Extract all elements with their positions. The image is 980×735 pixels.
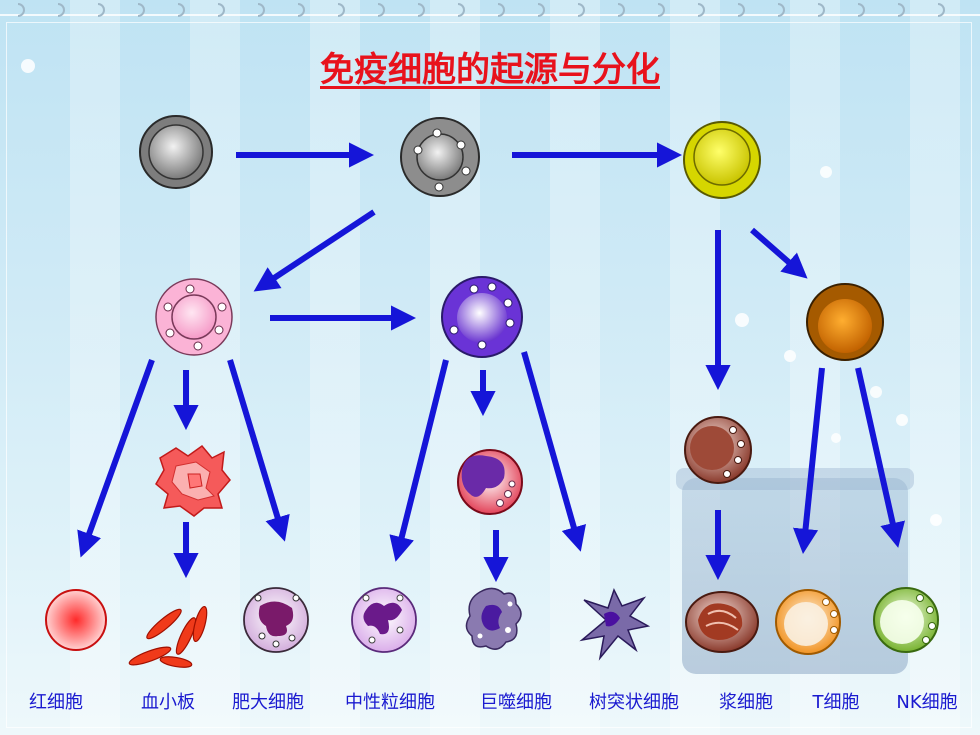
monocyte — [457, 449, 523, 515]
label-mast-cell: 肥大细胞 — [232, 692, 304, 713]
label-dendritic-cell: 树突状细胞 — [589, 692, 679, 713]
slide-title: 免疫细胞的起源与分化 — [320, 50, 660, 90]
granulocyte-progenitor-cell — [155, 278, 233, 356]
flower-decorations — [21, 59, 942, 526]
label-neutrophil: 中性粒细胞 — [345, 692, 435, 713]
t-nk-progenitor-cell — [806, 283, 884, 361]
arrow-myeloid-to-granulo — [253, 209, 376, 292]
arrow-lymphoid-to-tnk — [750, 227, 808, 279]
label-plasma-cell: 浆细胞 — [719, 692, 773, 713]
macrophage — [465, 587, 522, 650]
arrow-to-mast-cell — [227, 359, 290, 542]
b-cell — [684, 416, 752, 484]
hematopoietic-stem-cell — [139, 115, 213, 189]
mast-cell — [243, 587, 309, 653]
platelets — [128, 605, 208, 668]
neutrophil — [351, 587, 417, 653]
plasma-cell — [685, 591, 759, 653]
megakaryocyte — [155, 444, 231, 517]
label-t-cell: T细胞 — [812, 692, 860, 713]
label-macrophage: 巨噬细胞 — [480, 692, 552, 713]
arrow-to-neutrophil — [389, 359, 449, 562]
arrows — [77, 142, 905, 583]
arrow-to-erythrocyte — [77, 358, 155, 558]
label-nk-cell: NK细胞 — [896, 692, 958, 713]
dendritic-cell — [579, 588, 651, 661]
lymphoid-progenitor-cell — [683, 121, 761, 199]
binder-rings — [17, 3, 945, 17]
slide-frame — [6, 22, 972, 728]
label-erythrocyte: 红细胞 — [29, 692, 83, 713]
myeloid-progenitor-cell — [400, 117, 480, 197]
nk-cell — [873, 587, 939, 653]
erythrocyte — [45, 589, 107, 651]
t-cell — [775, 589, 841, 655]
arrow-to-t-cell — [793, 367, 825, 555]
label-platelet: 血小板 — [141, 692, 195, 713]
arrow-to-dendritic-cell — [521, 351, 586, 552]
arrow-to-nk-cell — [855, 367, 905, 548]
notebook-line — [0, 14, 980, 16]
monocyte-progenitor-cell — [441, 276, 523, 358]
